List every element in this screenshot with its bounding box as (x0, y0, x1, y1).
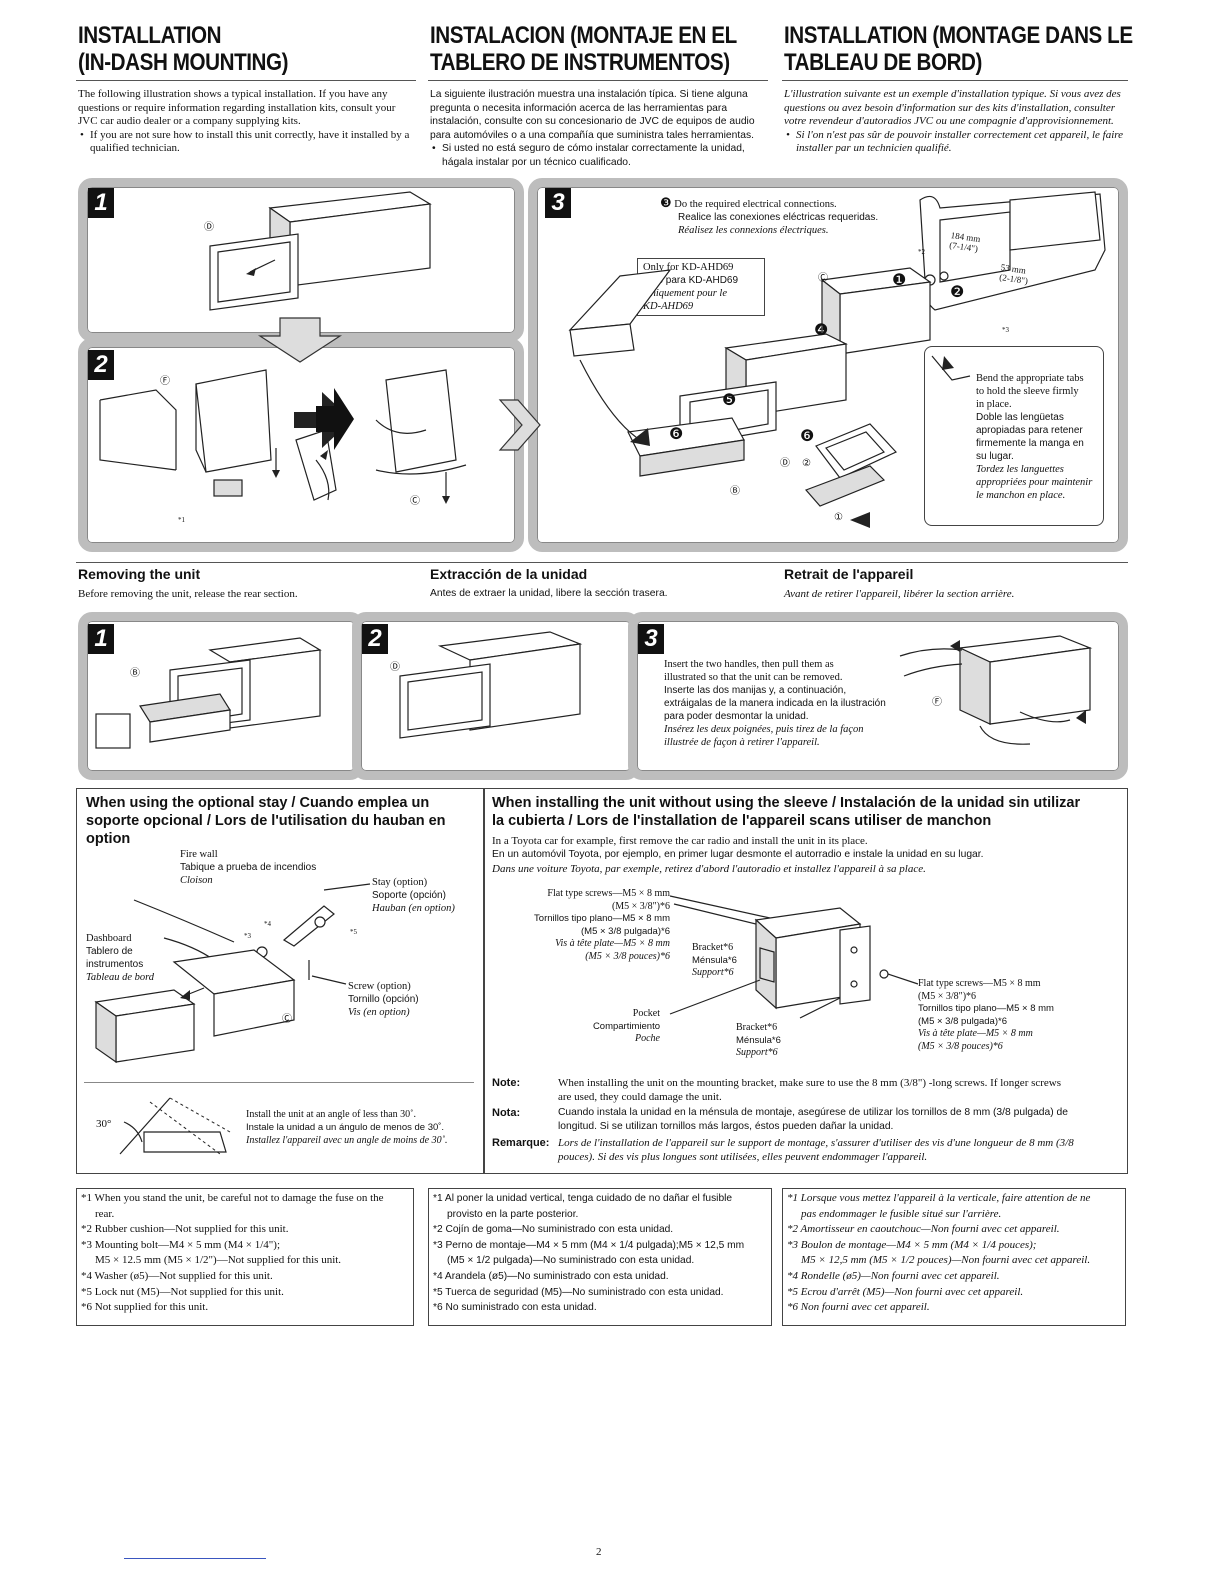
removing-title-es: Extracción de la unidad (430, 566, 588, 582)
optional-stay-illustration (94, 883, 371, 1064)
only-for-model-box: Only for KD-AHD69 Sólo para KD-AHD69 Uni… (637, 258, 765, 316)
electrical-connections-note: ❸ Do the required electrical connections… (660, 195, 879, 236)
without-sleeve-title: When installing the unit without using t… (492, 795, 1081, 829)
angle-illustration (119, 1097, 231, 1155)
step-number-3: 3 (545, 188, 571, 218)
note-block: Note: When installing the unit on the mo… (492, 1077, 1074, 1163)
step-marker-6-right: ❻ (800, 428, 815, 445)
intro-en: The following illustration shows a typic… (78, 88, 416, 156)
removing-title-fr: Retrait de l'appareil (784, 566, 914, 582)
marker-c-panel2: Ⓒ (410, 496, 420, 507)
footnotes-fr: *1 Lorsque vous mettez l'appareil à la v… (782, 1188, 1126, 1326)
remove-unit-illustration (899, 635, 1093, 745)
pocket-label: Pocket Compartimiento Poche (592, 1008, 660, 1044)
removing-step-number-3: 3 (638, 624, 664, 654)
bracket-top-label: Bracket*6 Ménsula*6 Support*6 (692, 942, 737, 978)
bend-tabs-box (924, 346, 1104, 526)
footnotes-en: *1 When you stand the unit, be careful n… (76, 1188, 414, 1326)
stay-asterisk-5: *5 (350, 928, 357, 936)
heading-rule-fr (782, 80, 1128, 81)
stay-marker-c: Ⓒ (282, 1014, 292, 1025)
removing-marker-f: Ⓕ (932, 697, 942, 708)
heading-en: INSTALLATION(IN-DASH MOUNTING) (78, 22, 289, 76)
removing-marker-d: Ⓓ (390, 662, 400, 673)
bending-tabs-illustration (99, 369, 467, 504)
mounting-illustration (568, 191, 1106, 528)
asterisk-2: *2 (918, 248, 925, 256)
down-arrow-icon (257, 317, 343, 363)
remove-handles-note: Insert the two handles, then pull them a… (664, 659, 886, 748)
stay-asterisk-3: *3 (244, 932, 251, 940)
asterisk-3: *3 (1002, 326, 1009, 334)
removing-title-en: Removing the unit (78, 566, 201, 582)
right-arrow-icon (498, 399, 541, 451)
flat-screws-right-label: Flat type screws—M5 × 8 mm (M5 × 3/8")*6… (918, 978, 1054, 1052)
step-marker-6-left: ❻ (669, 426, 684, 443)
bracket-bottom-label: Bracket*6 Ménsula*6 Support*6 (736, 1022, 781, 1058)
stay-option-label: Stay (option) Soporte (opción) Hauban (e… (372, 877, 455, 914)
stay-asterisk-4: *4 (264, 920, 271, 928)
footnotes-es: *1 Al poner la unidad vertical, tenga cu… (428, 1188, 772, 1326)
marker-d: Ⓓ (204, 222, 214, 233)
removing-text-es: Antes de extraer la unidad, libere la se… (430, 588, 668, 599)
optional-stay-title: When using the optional stay / Cuando em… (86, 795, 446, 847)
footer-link-line (124, 1558, 266, 1559)
marker-f: Ⓕ (160, 376, 170, 387)
remove-trim-illustration (399, 631, 583, 739)
step-marker-4: ❹ (814, 322, 829, 339)
page-number: 2 (596, 1546, 602, 1558)
asterisk-1: *1 (178, 516, 185, 524)
without-sleeve-intro: In a Toyota car for example, first remov… (492, 835, 984, 875)
height-dimension: 53 mm(2-1/8") (998, 262, 1029, 286)
heading-rule-en (76, 80, 416, 81)
intro-fr: L'illustration suivante est un exemple d… (784, 88, 1124, 156)
removing-marker-b: Ⓑ (130, 668, 140, 679)
removing-step-number-1: 1 (88, 624, 114, 654)
step-number-2: 2 (88, 350, 114, 380)
step-marker-5: ❺ (722, 392, 737, 409)
step-marker-1: ❶ (892, 272, 907, 289)
dashboard-label: Dashboard Tablero de instrumentos Tablea… (86, 933, 155, 983)
marker-circled-1: ① (834, 512, 843, 523)
flat-screws-left-label: Flat type screws—M5 × 8 mm (M5 × 3/8")*6… (534, 888, 670, 962)
marker-circled-2: ② (802, 458, 811, 469)
angle-degree: 30° (96, 1118, 112, 1130)
angle-note: Install the unit at an angle of less tha… (246, 1109, 448, 1146)
marker-c-panel3: Ⓒ (818, 273, 828, 284)
bracket-mounting-illustration (669, 895, 919, 1019)
marker-d-panel3: Ⓓ (780, 458, 790, 469)
removing-step-number-2: 2 (362, 624, 388, 654)
right-arrow-icon (316, 388, 354, 450)
screw-option-label: Screw (option) Tornillo (opción) Vis (en… (348, 981, 419, 1018)
stay-divider (84, 1082, 474, 1083)
install-panel-2 (78, 338, 524, 552)
sleeve-and-trim-illustration (209, 191, 432, 311)
width-dimension: 184 mm(7-1/4") (948, 230, 982, 254)
heading-rule-es (428, 80, 768, 81)
removing-text-fr: Avant de retirer l'appareil, libérer la … (784, 588, 1015, 600)
marker-b: Ⓑ (730, 486, 740, 497)
firewall-label: Fire wall Tabique a prueba de incendios … (180, 849, 317, 886)
removing-rule (76, 562, 1128, 563)
step-marker-2: ❷ (950, 284, 965, 301)
removing-text-en: Before removing the unit, release the re… (78, 588, 298, 600)
step-number-1: 1 (88, 188, 114, 218)
intro-es: La siguiente ilustración muestra una ins… (430, 88, 770, 170)
remove-faceplate-illustration (95, 637, 322, 749)
bend-tabs-note: Bend the appropriate tabs to hold the sl… (976, 373, 1093, 501)
